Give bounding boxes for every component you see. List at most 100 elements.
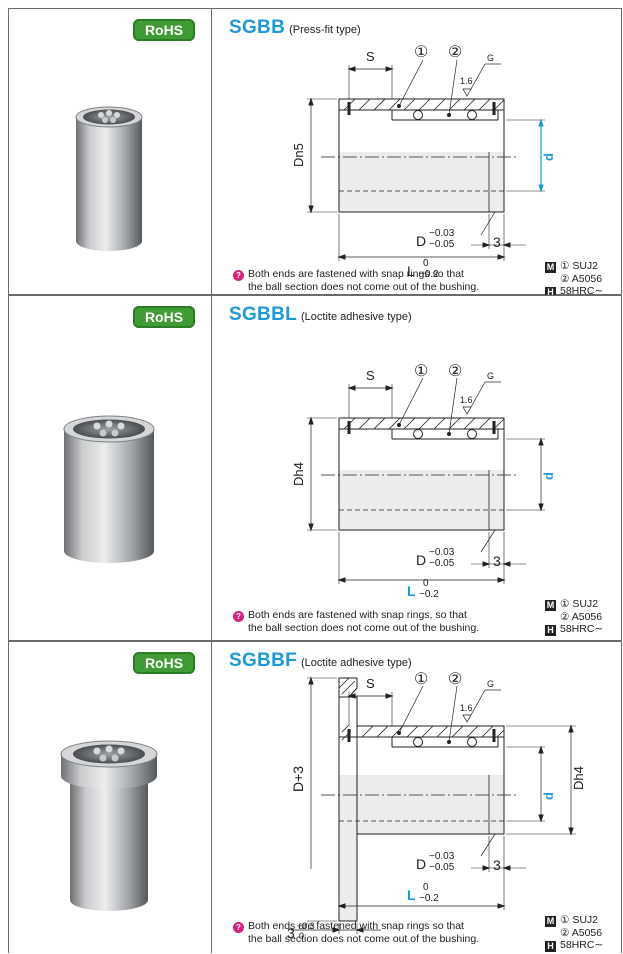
material-icon: M <box>545 262 556 273</box>
part-2-label: ② <box>448 363 462 380</box>
material-1: ① SUJ2 <box>560 914 599 926</box>
material-2: ② A5056 <box>560 927 603 939</box>
product-type: (Press-fit type) <box>289 24 361 36</box>
dim-L-upper: 0 <box>423 882 429 893</box>
product-code: SGBB <box>229 17 286 38</box>
dim-d-label: d <box>541 472 556 480</box>
note: ? Both ends are fastened with snap rings … <box>233 920 479 945</box>
info-icon: ? <box>233 922 244 933</box>
dim-outer-label: Dn5 <box>291 143 306 167</box>
info-icon: ? <box>233 270 244 281</box>
hardness-icon: H <box>545 941 556 952</box>
product-type: (Loctite adhesive type) <box>301 657 412 669</box>
dimension-drawing: S ① ② G 1.6 Dn5 d D −0.03 −0.05 3 L 0 −0… <box>291 44 556 280</box>
roughness-label: 1.6 <box>460 703 473 713</box>
g-label: G <box>487 679 494 689</box>
dim-3-label: 3 <box>493 553 501 569</box>
note-line-2: the ball section does not come out of th… <box>248 933 480 945</box>
hardness: 58HRC∼ <box>560 939 604 951</box>
spec-block: M ① SUJ2 ② A5056 H 58HRC∼ <box>545 914 603 952</box>
flange-tol-lower: 0 <box>299 931 304 941</box>
material-1: ① SUJ2 <box>560 260 599 272</box>
dim-d-label: d <box>541 153 556 161</box>
bushing-photo <box>63 415 155 563</box>
dimension-drawing: S ① ② G 1.6 D+3 d Dh4 D −0.03 −0.05 3 L … <box>287 671 586 941</box>
part-2-label: ② <box>448 44 462 61</box>
material-2: ② A5056 <box>560 273 603 285</box>
dim-L-lower: −0.2 <box>419 269 439 280</box>
dim-s-label: S <box>366 676 375 691</box>
product-image-cell: RoHS <box>9 642 212 953</box>
note-line-2: the ball section does not come out of th… <box>248 622 480 634</box>
part-1-label: ① <box>414 44 428 61</box>
bushing-photo <box>75 106 143 251</box>
g-label: G <box>487 371 494 381</box>
note-line-1: Both ends are fastened with snap rings s… <box>248 268 464 280</box>
dim-outer-label: Dh4 <box>291 462 306 486</box>
material-1: ① SUJ2 <box>560 598 599 610</box>
rohs-badge: RoHS <box>133 652 195 674</box>
dim-D-upper: −0.03 <box>429 547 455 558</box>
spec-block: M ① SUJ2 ② A5056 H 58HRC∼ <box>545 260 603 298</box>
dim-D-upper: −0.03 <box>429 851 455 862</box>
material-icon: M <box>545 916 556 927</box>
note: ? Both ends are fastened with snap rings … <box>233 268 479 293</box>
dim-D-label: D <box>416 856 426 872</box>
material-icon: M <box>545 600 556 611</box>
section-title: SGBBL (Loctite adhesive type) <box>229 304 412 326</box>
product-type: (Loctite adhesive type) <box>301 311 412 323</box>
dim-flange-label: Dh4 <box>571 766 586 790</box>
rohs-badge: RoHS <box>133 306 195 328</box>
roughness-label: 1.6 <box>460 76 473 86</box>
part-1-label: ① <box>414 363 428 380</box>
section-title: SGBBF (Loctite adhesive type) <box>229 650 412 672</box>
flange-tol-upper: +0.3 <box>297 921 315 931</box>
dim-d-label: d <box>541 792 556 800</box>
note-line-1: Both ends are fastened with snap rings, … <box>248 609 467 621</box>
material-2: ② A5056 <box>560 611 603 623</box>
dimension-drawing: S ① ② G 1.6 Dh4 d D −0.03 −0.05 3 L 0 −0… <box>291 363 556 600</box>
note-line-1: Both ends are fastened with snap rings s… <box>248 920 464 932</box>
section-title: SGBB(Press-fit type) <box>229 17 361 39</box>
dim-L-upper: 0 <box>423 258 429 269</box>
dim-D-upper: −0.03 <box>429 228 455 239</box>
dim-L-label: L <box>407 887 416 903</box>
product-image-cell: RoHS <box>9 296 212 640</box>
dim-L-upper: 0 <box>423 578 429 589</box>
hardness-icon: H <box>545 625 556 636</box>
dim-L-label: L <box>407 263 415 279</box>
product-code: SGBBL <box>229 304 297 325</box>
part-1-label: ① <box>414 671 428 688</box>
section-sgbbf: RoHS SGBBF (Loctite adhesive type) <box>8 641 622 953</box>
dim-D-lower: −0.05 <box>429 558 455 569</box>
product-code: SGBBF <box>229 650 297 671</box>
note: ? Both ends are fastened with snap rings,… <box>233 609 479 634</box>
part-2-label: ② <box>448 671 462 688</box>
bushing-photo <box>60 740 158 911</box>
dim-3-label: 3 <box>493 234 501 250</box>
note-line-2: the ball section does not come out of th… <box>248 281 480 293</box>
g-label: G <box>487 53 494 63</box>
flange-thickness-label: 3 <box>287 925 295 941</box>
dim-L-lower: −0.2 <box>419 589 439 600</box>
section-sgbbl: RoHS SGBBL (Loctite adhesive type) <box>8 295 622 641</box>
section-sgbb: RoHS SGBB(Press-fit type <box>8 8 622 298</box>
dim-s-label: S <box>366 49 375 64</box>
dim-L-label: L <box>407 583 416 599</box>
hardness: 58HRC∼ <box>560 623 604 635</box>
product-image-cell: RoHS <box>9 9 212 294</box>
dim-outer-label: D+3 <box>290 766 306 792</box>
dim-s-label: S <box>366 368 375 383</box>
info-icon: ? <box>233 611 244 622</box>
dim-L-lower: −0.2 <box>419 893 439 904</box>
dim-D-lower: −0.05 <box>429 862 455 873</box>
dim-3-label: 3 <box>493 857 501 873</box>
dim-D-label: D <box>416 552 426 568</box>
rohs-badge: RoHS <box>133 19 195 41</box>
dim-D-label: D <box>416 233 426 249</box>
dim-D-lower: −0.05 <box>429 239 455 250</box>
spec-block: M ① SUJ2 ② A5056 H 58HRC∼ <box>545 598 603 636</box>
hardness: 58HRC∼ <box>560 285 604 297</box>
roughness-label: 1.6 <box>460 395 473 405</box>
hardness-icon: H <box>545 287 556 298</box>
